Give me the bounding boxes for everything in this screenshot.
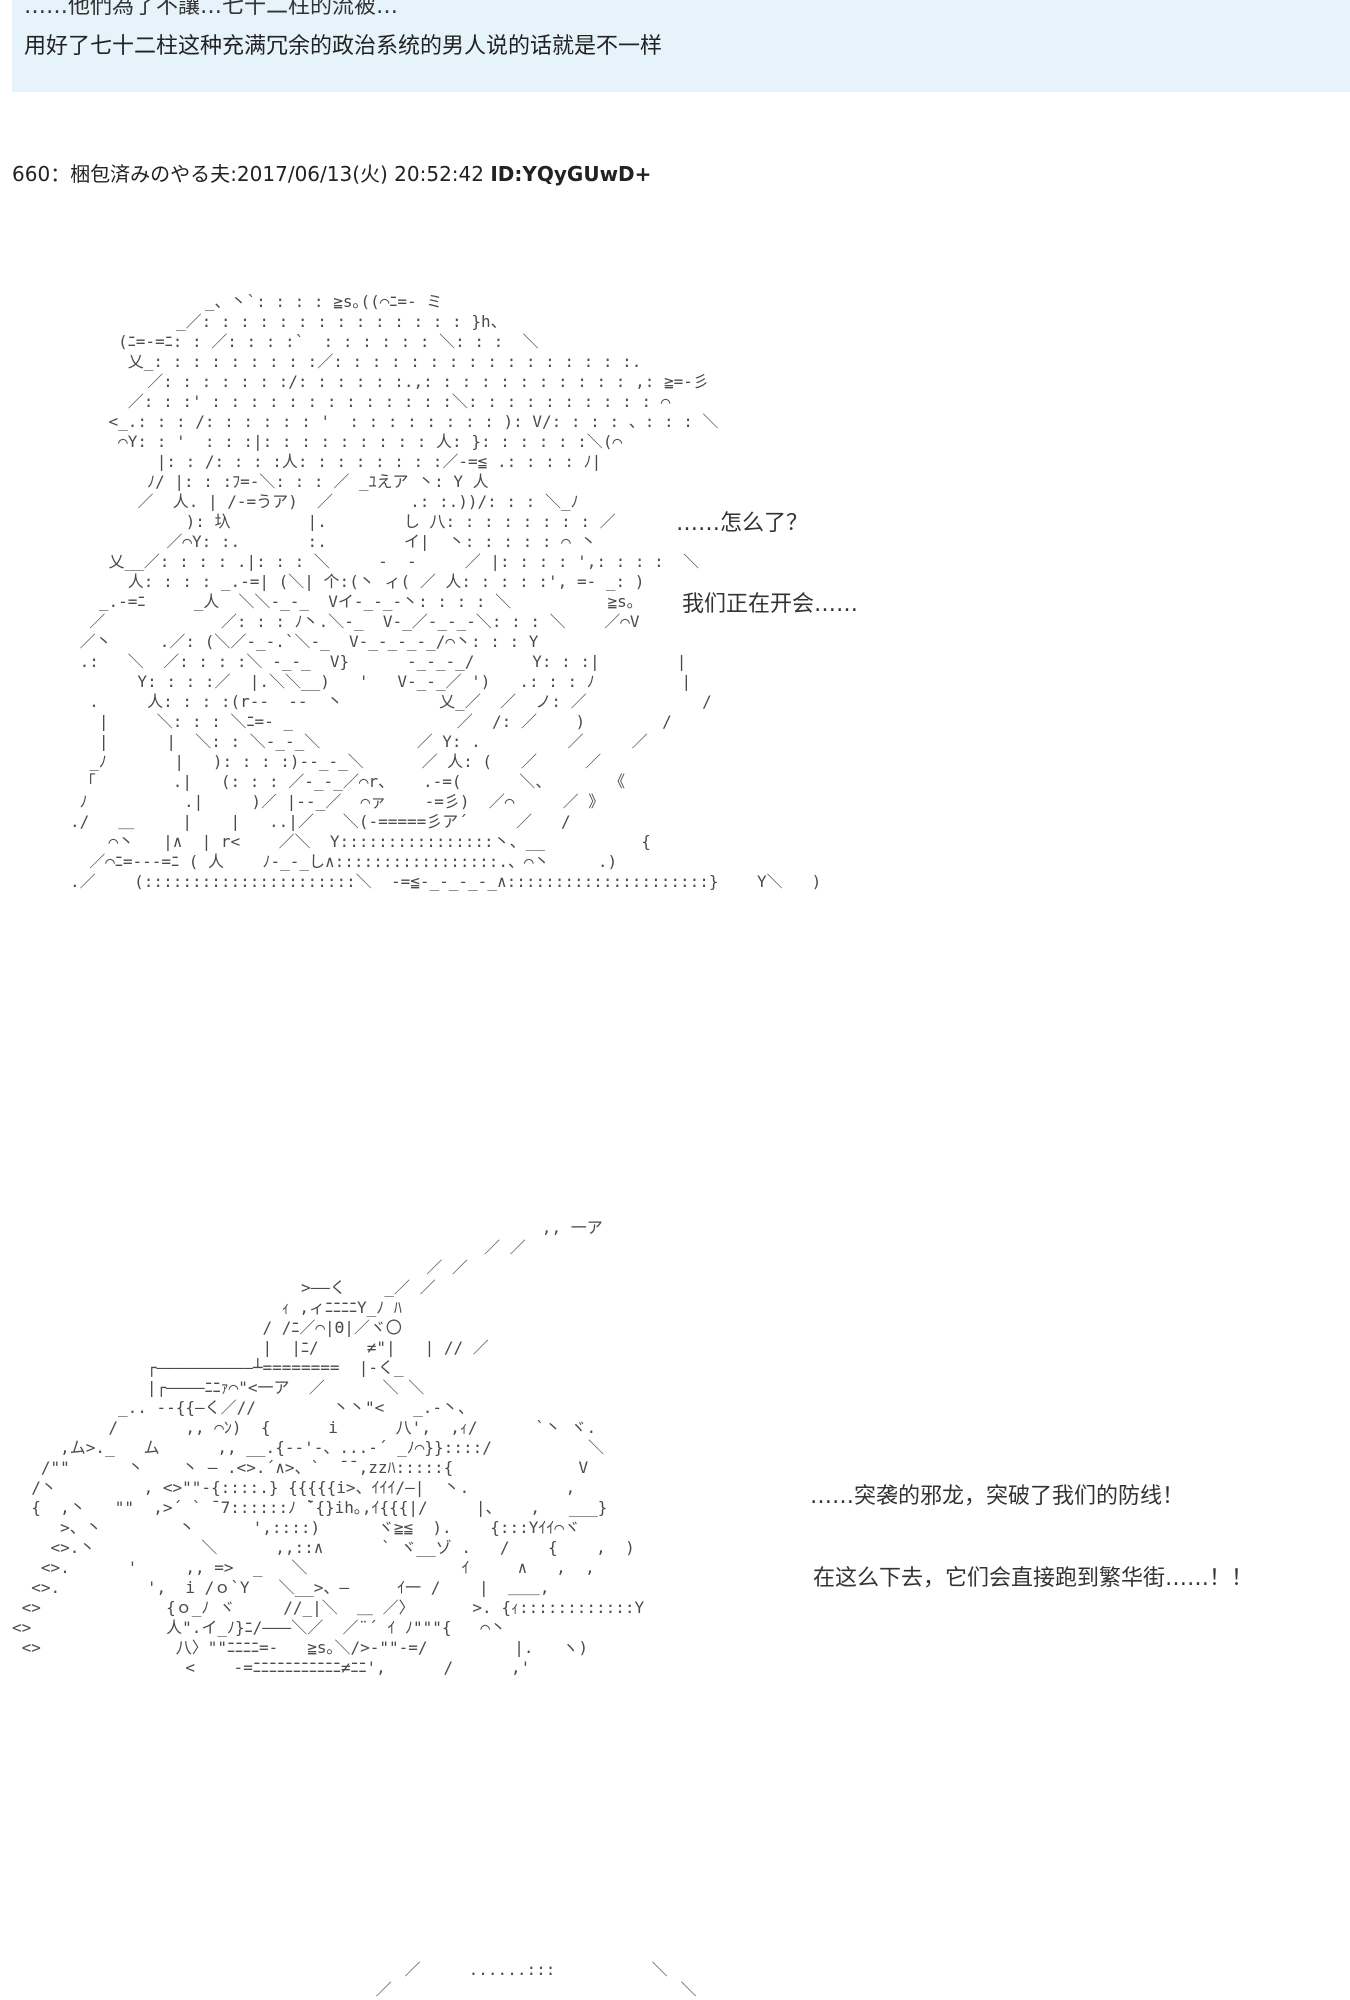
post-header: 660：梱包済みのやる夫:2017/06/13(火) 20:52:42 ID:Y… (12, 158, 651, 187)
post-datetime: :2017/06/13(火) 20:52:42 (230, 162, 484, 186)
post-number[interactable]: 660 (12, 162, 51, 186)
dialogue-line-1: ……怎么了？ (676, 511, 809, 536)
dialogue-line-4: 在这么下去，它们会直接跑到繁华街……！！ (813, 1566, 1254, 1591)
dialogue-line-3: ……突袭的邪龙，突破了我们的防线！ (810, 1484, 1185, 1509)
dialogue-line-2: 我们正在开会…… (682, 592, 859, 617)
poster-name: 梱包済みのやる夫 (70, 162, 231, 186)
previous-post-comment: ……他們為了不讓…七十二柱的流被… 用好了七十二柱这种充满冗余的政治系统的男人说… (12, 0, 1350, 92)
previous-post-comment-text: 用好了七十二柱这种充满冗余的政治系统的男人说的话就是不一样 (24, 34, 663, 59)
previous-post-cutoff-line: ……他們為了不讓…七十二柱的流被… (24, 0, 399, 19)
ascii-art-panel-1: _、丶`: : : : ≧s｡((⌒ﾆ=- ミ _／: : : : : : : … (70, 292, 822, 891)
post-separator: ： (50, 162, 71, 186)
ascii-art-panel-3: ／ ......::: ＼ ／ ＼ (375, 1960, 697, 1999)
ascii-art-panel-2: ,, 一ア ／ ／ ／ ／ >――く _／ ／ ｨ ,ィﾆﾆﾆﾆY_ﾉ ﾊ (12, 1218, 645, 1677)
poster-id[interactable]: ID:YQyGUwD+ (490, 162, 652, 186)
